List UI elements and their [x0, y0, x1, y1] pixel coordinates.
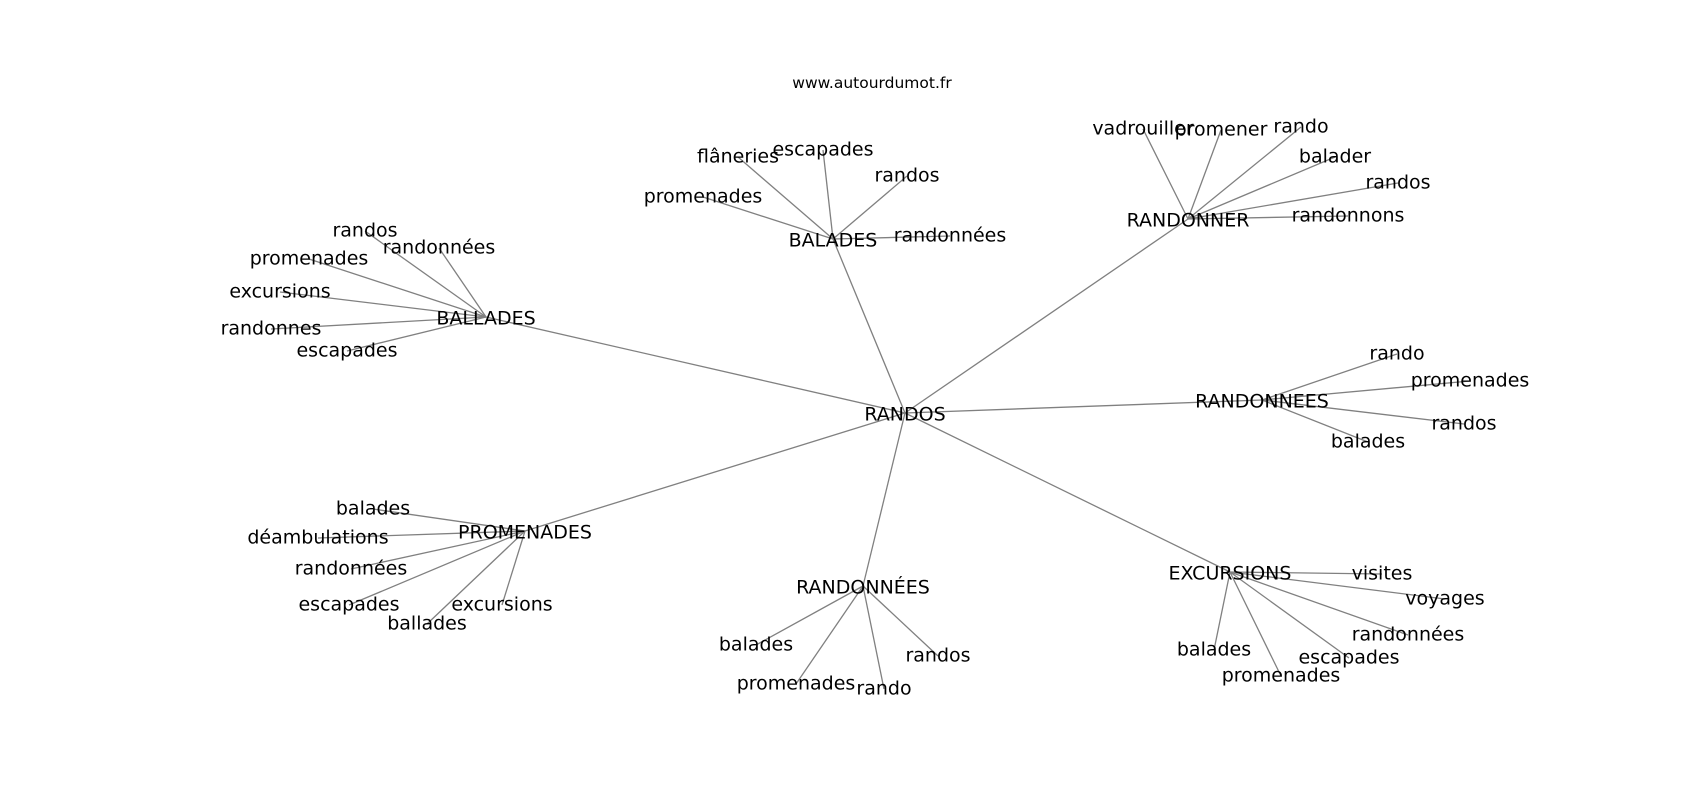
leaf-node: rando [1369, 343, 1424, 365]
edge-hub-leaf [1261, 399, 1465, 425]
leaf-node: randonnées [295, 558, 408, 580]
leaf-node: randonnées [894, 225, 1007, 247]
leaf-node: promenades [250, 248, 369, 270]
edge-hub-leaf [317, 530, 526, 539]
edge-center-hub [904, 412, 1231, 573]
edge-hub-leaf [426, 530, 526, 625]
edge-hub-leaf [1187, 129, 1222, 220]
center-node: RANDOS [864, 404, 945, 426]
leaf-node: escapades [772, 139, 873, 161]
leaf-node: balades [336, 498, 410, 520]
leaf-node: randonnées [383, 237, 496, 259]
leaf-node: randonnons [1292, 205, 1405, 227]
leaf-node: excursions [229, 281, 330, 303]
edge-hub-leaf [832, 175, 908, 240]
edge-hub-leaf [372, 508, 526, 532]
edge-hub-leaf [501, 530, 526, 606]
leaf-node: balader [1299, 146, 1371, 168]
edge-hub-leaf [348, 530, 526, 606]
leaf-node: escapades [1298, 647, 1399, 669]
leaf-node: flâneries [697, 146, 779, 168]
edge-hub-leaf [832, 235, 951, 240]
edge-hub-leaf [1187, 182, 1399, 220]
leaf-node: rando [856, 678, 911, 700]
edge-hub-leaf [795, 585, 864, 685]
edge-hub-leaf [862, 585, 939, 657]
edge-hub-leaf [1229, 571, 1446, 600]
edge-hub-leaf [1229, 571, 1409, 636]
hub-node: RANDONNEES [1195, 391, 1329, 413]
edge-hub-leaf [1187, 126, 1302, 220]
edge-center-hub [904, 399, 1263, 414]
edge-center-hub [862, 412, 906, 587]
leaf-node: déambulations [247, 527, 388, 549]
edge-hub-leaf [308, 258, 487, 318]
edge-center-hub [832, 238, 906, 414]
edge-hub-leaf [755, 585, 864, 646]
edge-hub-leaf [822, 149, 834, 240]
hub-node: PROMENADES [458, 522, 592, 544]
leaf-node: balades [719, 634, 793, 656]
leaf-node: randonnes [221, 318, 322, 340]
leaf-node: escapades [298, 594, 399, 616]
leaf-node: vadrouiller [1092, 118, 1194, 140]
site-label: www.autourdumot.fr [792, 74, 952, 92]
edge-hub-leaf [1187, 215, 1349, 220]
leaf-node: promener [1175, 119, 1268, 141]
leaf-node: randonnées [1352, 624, 1465, 646]
hub-node: RANDONNÉES [796, 576, 930, 599]
leaf-node: promenades [644, 186, 763, 208]
leaf-node: promenades [737, 673, 856, 695]
leaf-node: randos [1365, 172, 1430, 194]
edge-hub-leaf [279, 291, 487, 318]
leaf-node: balades [1331, 431, 1405, 453]
edge-center-hub [524, 412, 906, 532]
hub-node: BALADES [789, 230, 878, 252]
edge-hub-leaf [438, 247, 487, 318]
edge-hub-leaf [862, 585, 885, 690]
leaf-node: randos [874, 165, 939, 187]
edge-hub-leaf [346, 316, 487, 352]
leaf-node: excursions [451, 594, 552, 616]
edge-hub-leaf [1229, 571, 1282, 677]
graph-labels: www.autourdumot.fr RANDOS BALADES flânerie… [221, 74, 1530, 700]
leaf-node: ballades [387, 613, 467, 635]
edge-hub-leaf [1142, 128, 1189, 220]
leaf-node: escapades [296, 340, 397, 362]
leaf-node: randos [905, 645, 970, 667]
edge-center-hub [904, 218, 1189, 414]
leaf-node: randos [1431, 413, 1496, 435]
leaf-node: rando [1273, 116, 1328, 138]
edge-hub-leaf [737, 156, 834, 240]
edge-hub-leaf [1261, 353, 1398, 401]
graph-edges [270, 126, 1471, 690]
edge-hub-leaf [350, 530, 526, 570]
leaf-node: voyages [1405, 588, 1484, 610]
edge-hub-leaf [1229, 571, 1383, 575]
edge-hub-leaf [1261, 399, 1369, 443]
edge-hub-leaf [1187, 156, 1336, 220]
hub-node: BALLADES [436, 308, 535, 330]
edge-hub-leaf [1261, 380, 1471, 401]
hub-node: EXCURSIONS [1169, 563, 1292, 585]
edge-hub-leaf [1229, 571, 1350, 659]
edge-hub-leaf [270, 316, 487, 330]
leaf-node: randos [332, 220, 397, 242]
leaf-node: visites [1352, 563, 1413, 585]
leaf-node: balades [1177, 639, 1251, 661]
edge-hub-leaf [1213, 571, 1231, 651]
edge-center-hub [485, 316, 906, 414]
edge-hub-leaf [702, 196, 834, 240]
hub-node: RANDONNER [1127, 210, 1250, 232]
leaf-node: promenades [1222, 665, 1341, 687]
leaf-node: promenades [1411, 370, 1530, 392]
edge-hub-leaf [364, 230, 487, 318]
